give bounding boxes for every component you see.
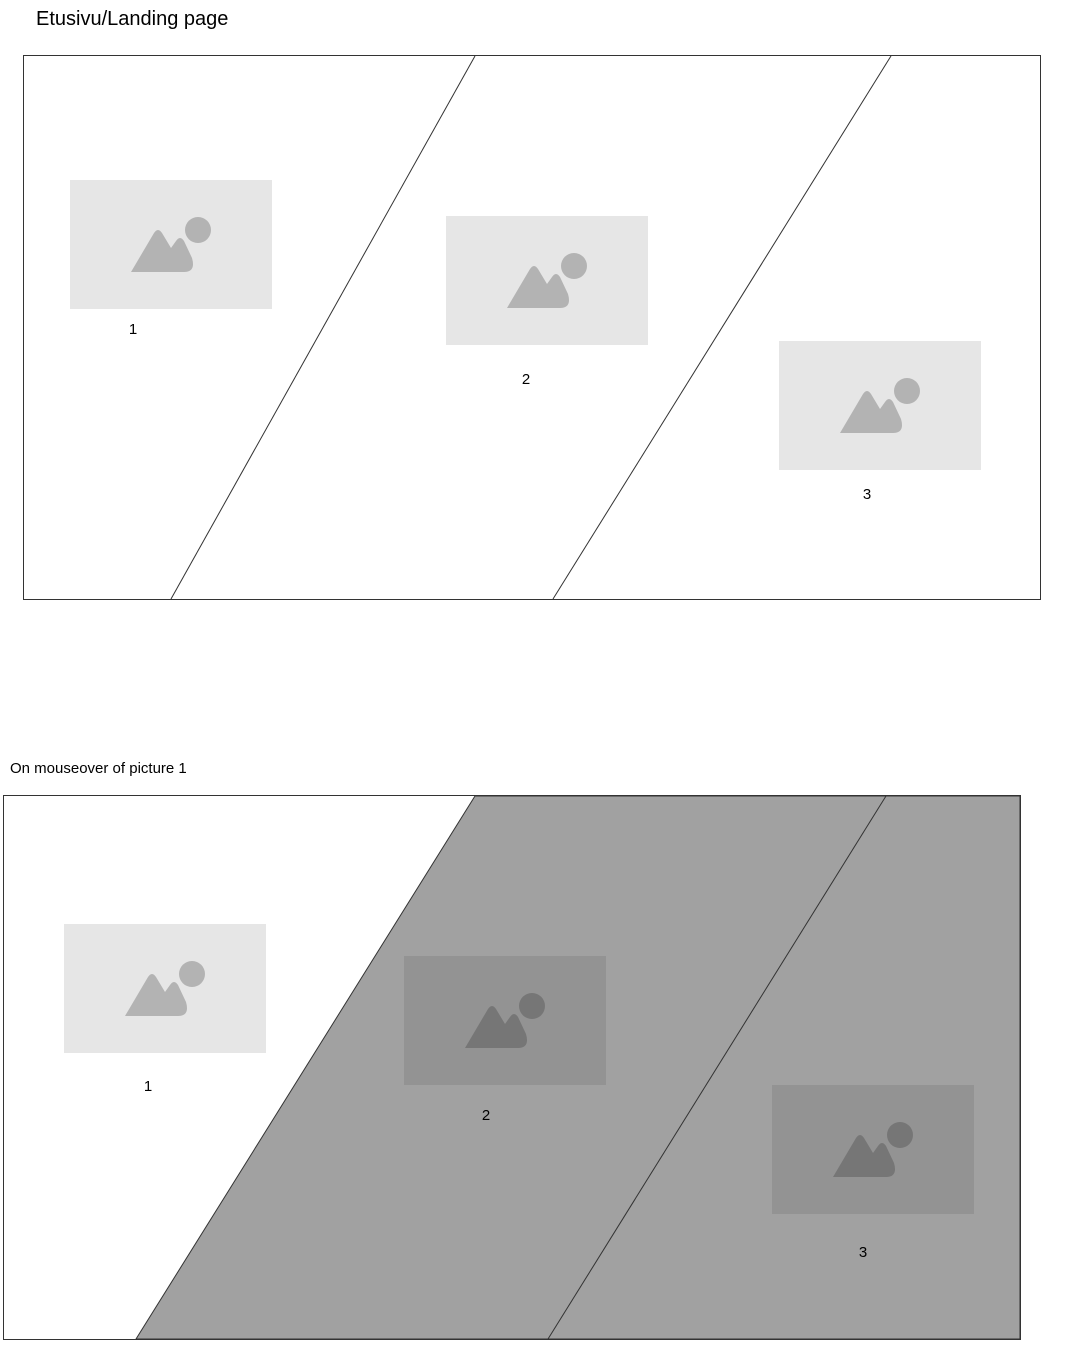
picture-2-label: 2 — [522, 371, 530, 388]
picture-1-label: 1 — [129, 321, 137, 338]
picture-2[interactable] — [446, 216, 648, 345]
image-placeholder-icon — [840, 378, 920, 433]
picture-2-background — [446, 216, 648, 345]
image-placeholder-icon — [465, 993, 545, 1048]
diagonal-divider-2 — [552, 55, 892, 600]
picture-2-background — [404, 956, 606, 1085]
landing-page-title: Etusivu/Landing page — [36, 8, 229, 30]
picture-3-background — [772, 1085, 974, 1214]
landing-page-frame: 1 2 3 — [23, 55, 1041, 600]
picture-1[interactable] — [64, 924, 266, 1053]
diagonal-divider-1 — [170, 55, 476, 600]
image-placeholder-icon — [507, 253, 587, 308]
picture-1-background — [70, 180, 272, 309]
picture-2-label: 2 — [482, 1107, 490, 1124]
mouseover-frame: 1 2 3 — [3, 795, 1021, 1340]
picture-3[interactable] — [779, 341, 981, 470]
picture-3-label: 3 — [859, 1244, 867, 1261]
image-placeholder-icon — [125, 961, 205, 1016]
image-placeholder-icon — [833, 1122, 913, 1177]
picture-1[interactable] — [70, 180, 272, 309]
image-placeholder-icon — [131, 217, 211, 272]
mouseover-title: On mouseover of picture 1 — [10, 760, 187, 777]
picture-1-label: 1 — [144, 1078, 152, 1095]
picture-3[interactable] — [772, 1085, 974, 1214]
picture-3-label: 3 — [863, 486, 871, 503]
diagonal-divider-2 — [547, 795, 887, 1340]
picture-2[interactable] — [404, 956, 606, 1085]
picture-1-background — [64, 924, 266, 1053]
picture-3-background — [779, 341, 981, 470]
